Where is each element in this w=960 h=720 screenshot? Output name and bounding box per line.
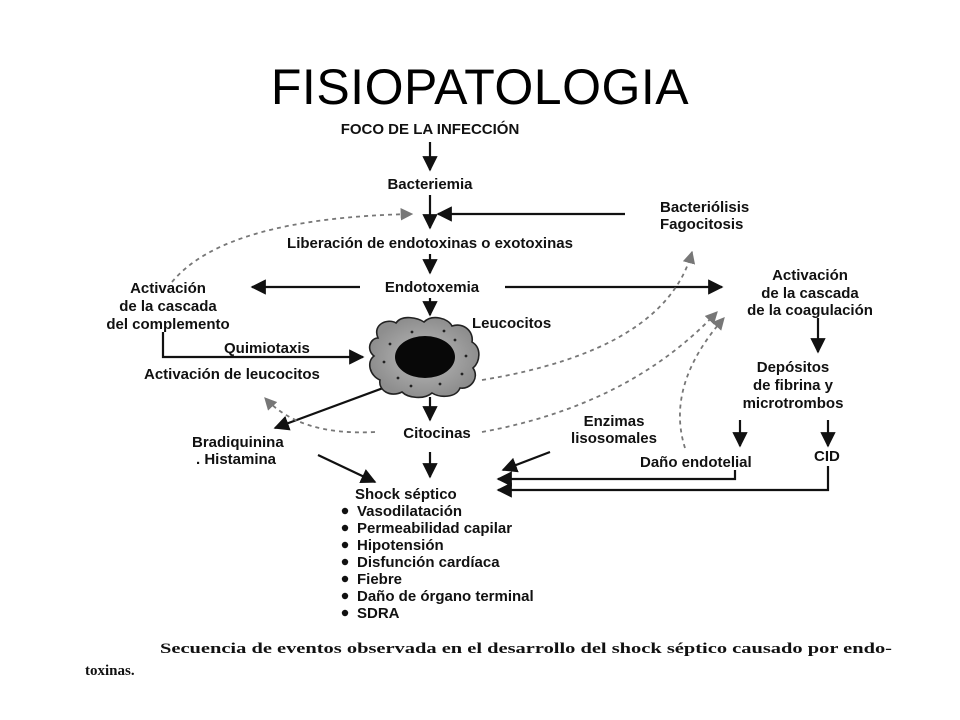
effect-item: Permeabilidad capilar <box>357 520 512 537</box>
label-bacteriolisis: Bacteriólisis <box>660 199 749 216</box>
bullet <box>341 575 349 583</box>
leukocyte-cell-image <box>368 316 480 399</box>
arrow-dano-endotelial-shock <box>496 470 737 487</box>
label-cid: CID <box>814 448 840 465</box>
label-depositos-3: microtrombos <box>743 395 844 412</box>
label-depositos-2: de fibrina y <box>753 377 834 394</box>
label-coagulacion-3: de la coagulación <box>747 302 873 319</box>
dashed-arrow-dano-endotelial-coagulacion <box>679 317 725 449</box>
label-enzimas-1: Enzimas <box>584 413 645 430</box>
dashed-arrow-leucocitos-bacteriolisis <box>481 250 696 381</box>
label-fagocitosis: Fagocitosis <box>660 216 743 233</box>
effect-item: SDRA <box>357 605 400 622</box>
slide-title: FISIOPATOLOGIA <box>270 59 690 115</box>
bullet <box>341 592 349 600</box>
label-leucocitos: Leucocitos <box>472 315 551 332</box>
bullet <box>341 558 349 566</box>
arrow-complemento-quimiotaxis <box>161 332 365 365</box>
arrow-leucocitos-bradiquinina <box>273 385 387 431</box>
label-histamina: . Histamina <box>196 451 277 468</box>
effect-item: Vasodilatación <box>357 503 462 520</box>
label-coagulacion-2: de la cascada <box>761 285 859 302</box>
arrow-bradiquinina-shock <box>317 454 377 484</box>
label-complemento-1: Activación <box>130 280 206 297</box>
figure-caption-line-1: Secuencia de eventos observada en el des… <box>160 641 892 657</box>
effect-item: Hipotensión <box>357 537 444 554</box>
label-quimiotaxis: Quimiotaxis <box>224 340 310 357</box>
bullet <box>341 507 349 515</box>
label-citocinas: Citocinas <box>403 425 471 442</box>
label-dano-endotelial: Daño endotelial <box>640 454 752 471</box>
label-enzimas-2: lisosomales <box>571 430 657 447</box>
effect-item: Disfunción cardíaca <box>357 554 500 571</box>
label-activacion-leucocitos: Activación de leucocitos <box>144 366 320 383</box>
shock-effects-list: Vasodilatación Permeabilidad capilar Hip… <box>341 503 534 622</box>
bullet <box>341 609 349 617</box>
arrow-enzimas-shock <box>501 450 551 473</box>
label-liberacion-toxinas: Liberación de endotoxinas o exotoxinas <box>287 235 573 252</box>
effect-item: Daño de órgano terminal <box>357 588 534 605</box>
dashed-arrow-citocinas-activacion-leucocitos <box>264 397 376 434</box>
bullet <box>341 524 349 532</box>
label-complemento-3: del complemento <box>106 316 229 333</box>
label-shock-septico: Shock séptico <box>355 486 457 503</box>
bullet <box>341 541 349 549</box>
label-coagulacion-1: Activación <box>772 267 848 284</box>
figure-caption-line-2: toxinas. <box>85 663 135 679</box>
effect-item: Fiebre <box>357 571 402 588</box>
label-bradiquinina: Bradiquinina <box>192 434 284 451</box>
dashed-arrow-complemento-liberacion <box>171 207 414 283</box>
label-complemento-2: de la cascada <box>119 298 217 315</box>
label-endotoxemia: Endotoxemia <box>385 279 480 296</box>
label-depositos-1: Depósitos <box>757 359 830 376</box>
label-bacteriemia: Bacteriemia <box>387 176 473 193</box>
arrow-cid-shock <box>496 466 830 498</box>
label-foco-infeccion: FOCO DE LA INFECCIÓN <box>341 120 520 138</box>
